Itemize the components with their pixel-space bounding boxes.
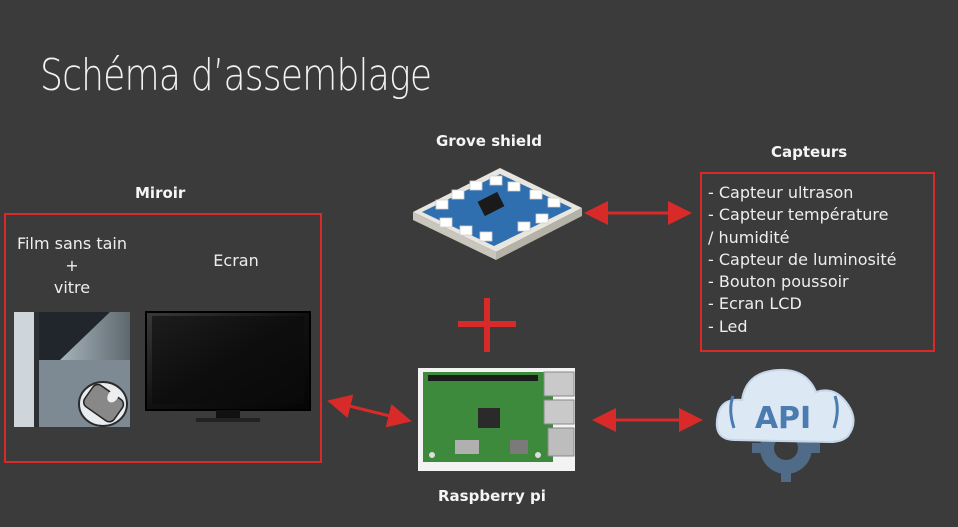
raspberry-label: Raspberry pi xyxy=(438,487,546,505)
grove-shield-image xyxy=(413,168,582,260)
capteur-item: - Ecran LCD xyxy=(708,294,802,314)
ecran-label: Ecran xyxy=(213,251,259,270)
film-line-2: + xyxy=(65,256,79,275)
capteurs-list: - Capteur ultrason - Capteur température… xyxy=(708,182,928,338)
film-window-image xyxy=(14,312,130,427)
film-line-1: Film sans tain xyxy=(17,234,127,253)
api-label: API xyxy=(755,401,811,436)
capteurs-label: Capteurs xyxy=(771,143,848,161)
plus-icon xyxy=(458,298,516,352)
capteur-item: - Capteur température xyxy=(708,205,889,225)
capteur-item: - Led xyxy=(708,316,748,336)
capteur-item: - Capteur de luminosité xyxy=(708,249,897,269)
capteurs-box xyxy=(700,172,935,352)
tv-screen-image xyxy=(145,311,311,422)
capteur-item: - Bouton poussoir xyxy=(708,272,849,292)
api-cloud-icon: API xyxy=(715,368,855,482)
miroir-label: Miroir xyxy=(135,184,186,202)
film-line-3: vitre xyxy=(53,278,91,297)
arrow-miroir-raspberry xyxy=(327,394,412,428)
film-text: Film sans tain + vitre xyxy=(6,233,138,299)
capteur-item: / humidité xyxy=(708,227,790,247)
miroir-box xyxy=(4,213,322,463)
film-roll-icon xyxy=(78,381,128,427)
capteur-item: - Capteur ultrason xyxy=(708,183,854,202)
raspberry-pi-image xyxy=(418,368,575,471)
page-title: Schéma d’assemblage xyxy=(40,50,432,101)
grove-label: Grove shield xyxy=(436,132,542,150)
